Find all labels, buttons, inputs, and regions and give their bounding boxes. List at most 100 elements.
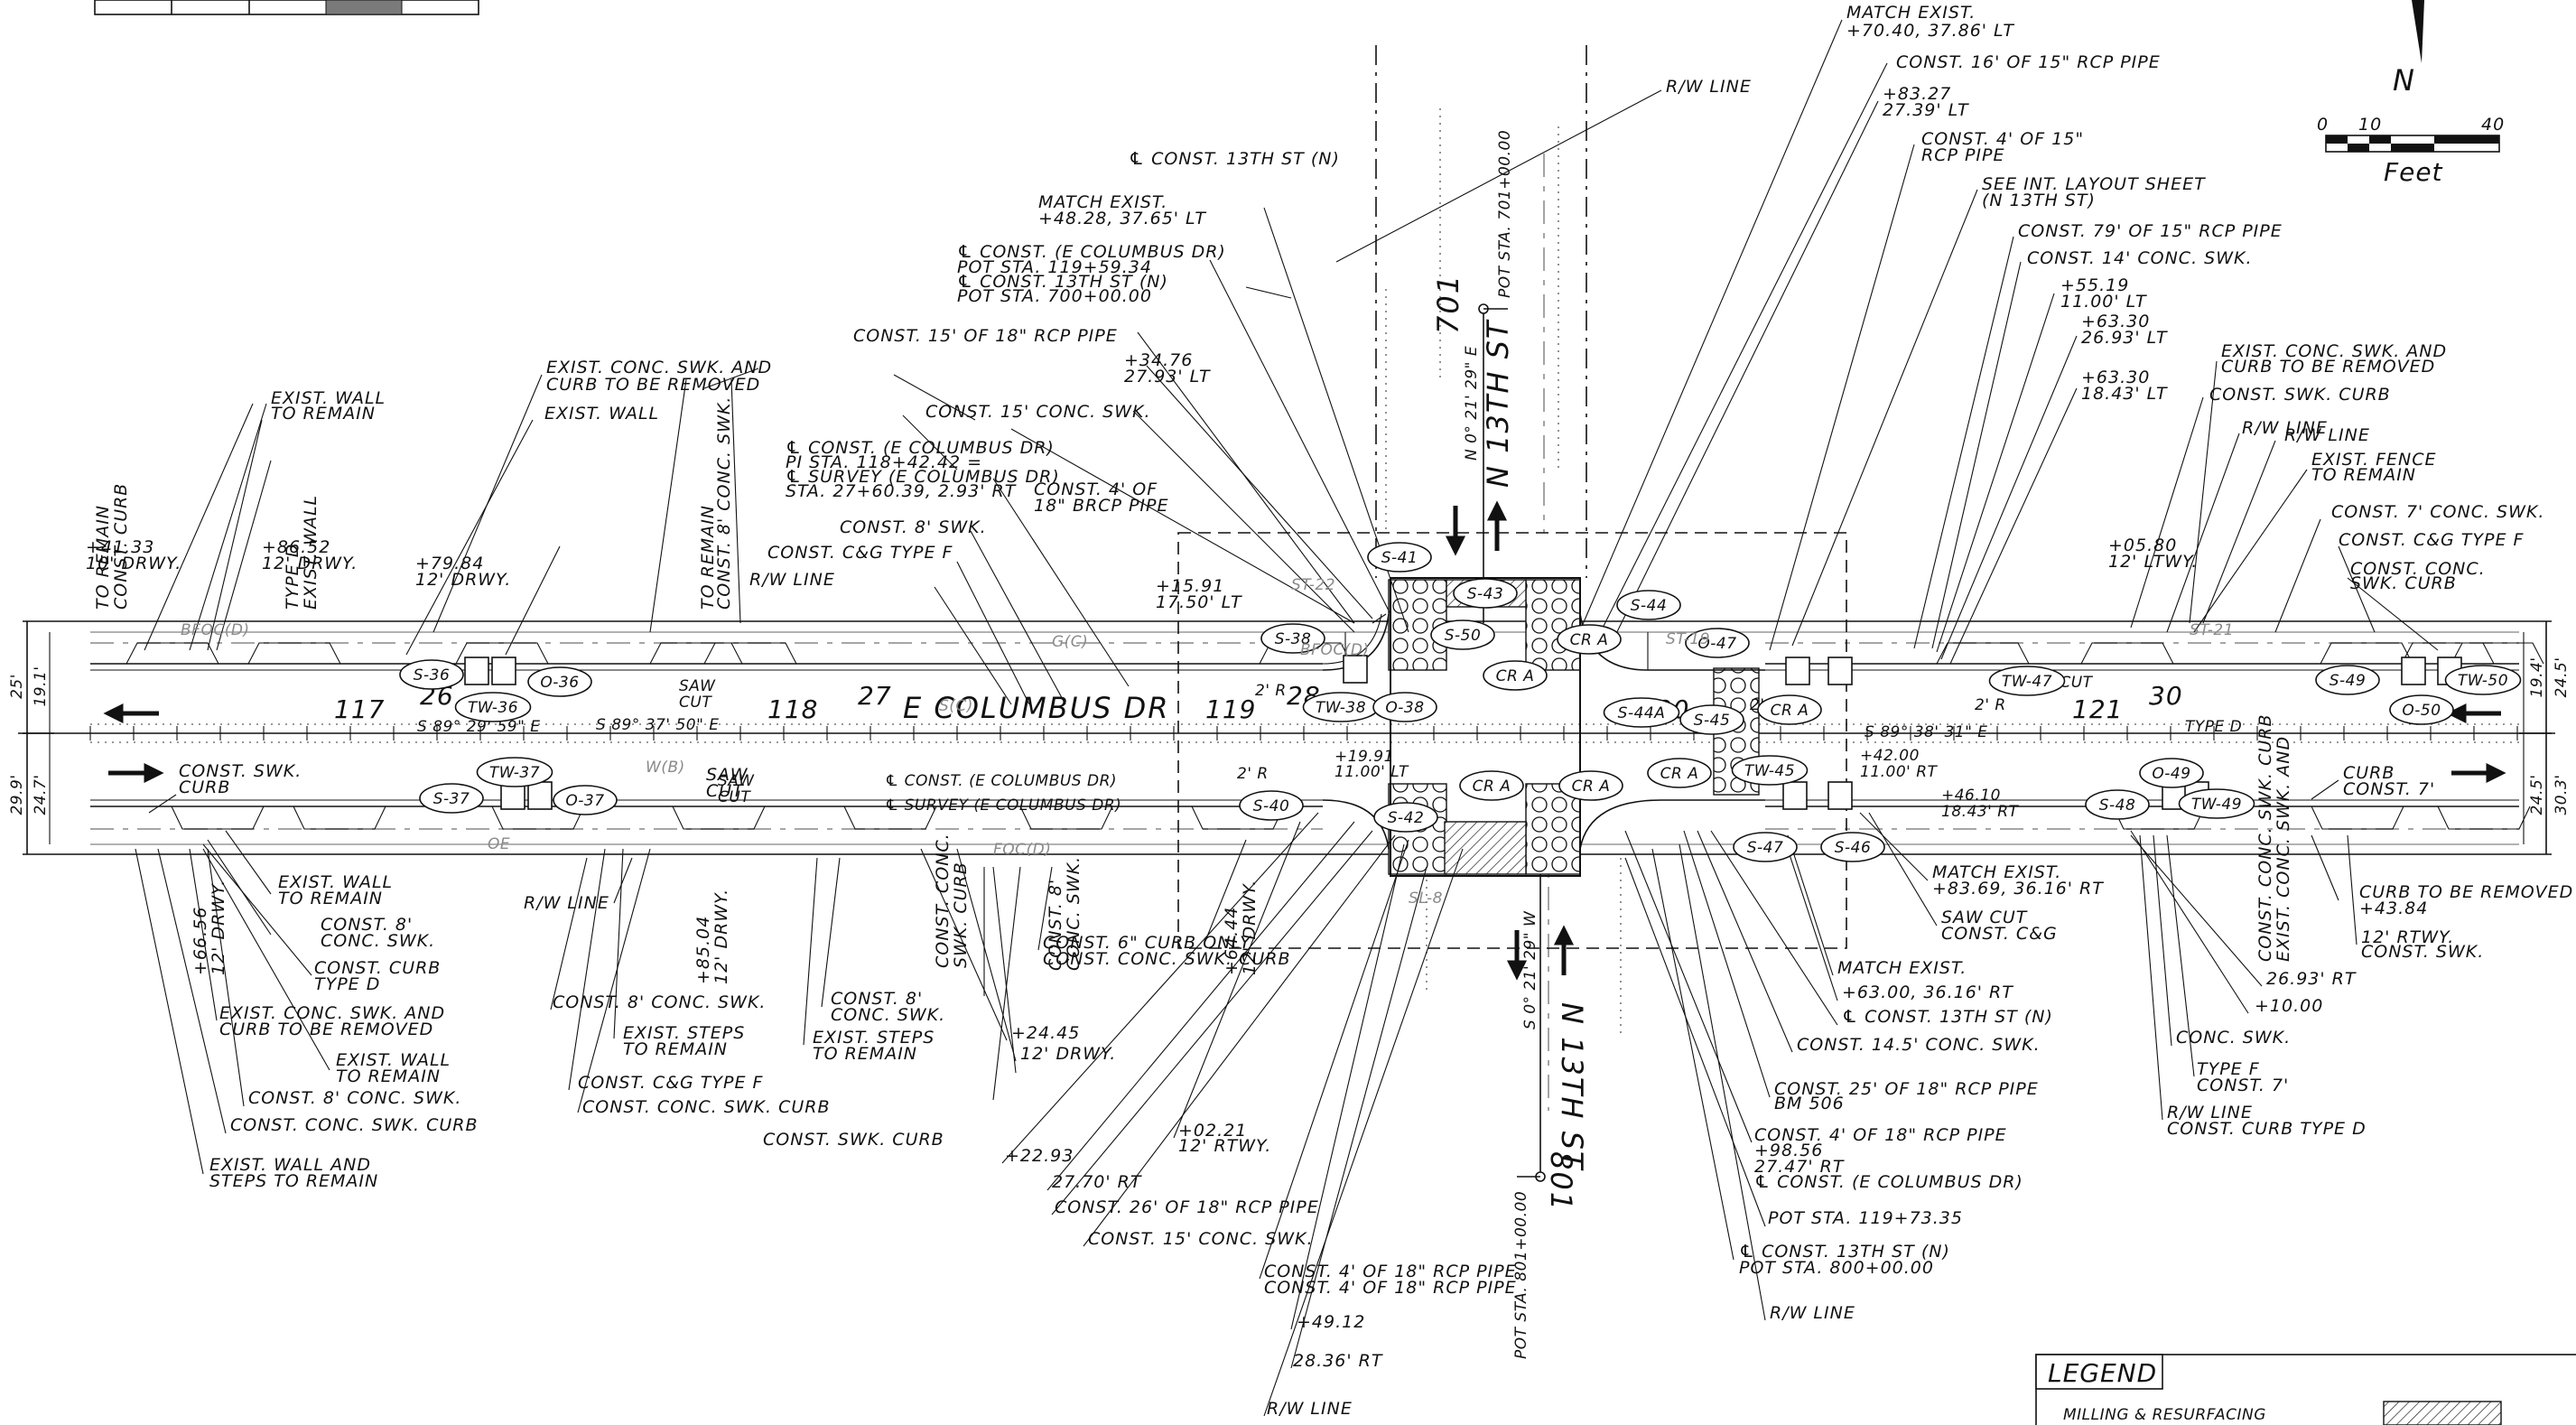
leader-line — [992, 866, 1021, 1101]
callout-top-44: TO REMAIN — [271, 404, 376, 424]
inline-label-4: +19.91 — [1334, 748, 1394, 766]
faint-label-6: BFOC(D) — [1300, 641, 1370, 659]
callout-bottom-6: CONST. CURB — [314, 958, 441, 978]
leader-line — [1624, 857, 1766, 1227]
inlet-structure — [2401, 657, 2426, 685]
callout-top-63: TO REMAIN — [2311, 465, 2416, 485]
bubble-tw-38: TW-38 — [1316, 699, 1366, 717]
structure-bubble — [1757, 694, 1822, 725]
inlet-structure — [1782, 781, 1808, 810]
leader-line — [577, 848, 651, 1113]
leader-line — [135, 848, 204, 1175]
leader-line — [189, 848, 218, 1021]
callout-top-22: ℄ CONST. (E COLUMBUS DR) — [957, 242, 1226, 262]
callout-top-28: 27.93' LT — [1124, 367, 1211, 387]
structure-bubble — [399, 659, 464, 690]
leader-line — [920, 848, 1008, 1041]
leader-line — [2153, 834, 2172, 1047]
faint-label-8: ST-22 — [1291, 576, 1335, 594]
leader-line — [550, 857, 588, 1011]
callout-bottom-66: POT STA. 800+00.00 — [1739, 1258, 1934, 1278]
leader-line — [1868, 812, 1938, 927]
inlet-structure — [1343, 655, 1368, 684]
callout-bottom-18: R/W LINE — [524, 893, 609, 913]
leader-line — [1259, 839, 1409, 1280]
bubble-s-44: S-44 — [1631, 597, 1668, 615]
callout-bottom-81: CURB TO BE REMOVED — [2359, 882, 2573, 902]
callout-bottom-51: +49.12 — [1297, 1312, 1365, 1332]
driveway-apron — [2311, 806, 2404, 830]
callout-bottom-65: ℄ CONST. 13TH ST (N) — [1739, 1242, 1950, 1262]
callout-top-66: CONST. CONC. — [2350, 559, 2486, 579]
bubble-s-45: S-45 — [1694, 712, 1731, 730]
inline-label-6: +42.00 — [1860, 747, 1920, 765]
callout-bottom-48: CONST. 15' CONC. SWK. — [1088, 1229, 1314, 1249]
leader-line — [2189, 360, 2218, 624]
leader-line — [2130, 396, 2204, 629]
callout-bottom-13: CONST. CONC. SWK. CURB — [230, 1115, 479, 1135]
callout-bottom-67: R/W LINE — [1770, 1303, 1855, 1323]
driveway-apron — [649, 642, 743, 665]
lot-30: 30 — [2149, 681, 2183, 711]
callout-top-25: POT STA. 700+00.00 — [957, 286, 1152, 306]
leader-line — [2274, 518, 2321, 633]
inline-label-11: TYPE D — [2185, 718, 2242, 736]
leader-line — [2311, 834, 2339, 901]
bubble-tw-36: TW-36 — [468, 699, 518, 717]
callout-top-4: 27.39' LT — [1883, 100, 1969, 120]
callout-bottom-4: CONST. 8' — [321, 915, 413, 935]
cl-south-number: 801 — [1544, 1151, 1578, 1212]
bubble-s-50: S-50 — [1445, 627, 1482, 645]
callout-bottom-25: 12' DRWY. — [711, 889, 731, 984]
structure-bubble — [1557, 624, 1622, 655]
leader-line — [970, 530, 1066, 705]
callout-bottom-5: CONC. SWK. — [321, 931, 435, 951]
callout-bottom-37: CONST. 8' — [1046, 879, 1065, 971]
callout-top-59: CURB TO BE REMOVED — [2221, 357, 2435, 377]
structure-bubble — [2389, 694, 2454, 725]
callout-top-55: 12' DRWY. — [262, 554, 358, 573]
inlet-structure — [527, 781, 553, 810]
callout-top-16: 18.43' LT — [2081, 384, 2168, 404]
inline-label-7: 11.00' RT — [1860, 763, 1939, 781]
driveway-apron — [672, 806, 766, 830]
cross-street-name-north: N 13TH ST — [1481, 319, 1515, 488]
leader-line — [613, 848, 624, 1039]
bubble-s-42: S-42 — [1388, 809, 1425, 827]
callout-top-9: CONST. 79' OF 15" RCP PIPE — [2018, 221, 2283, 241]
callout-bottom-9: CURB TO BE REMOVED — [219, 1020, 433, 1039]
callout-bottom-40: CONST. CONC. SWK. CURB — [1043, 949, 1291, 969]
bubble-tw-50: TW-50 — [2458, 672, 2508, 690]
callout-bottom-76: 26.93' RT — [2266, 969, 2357, 989]
faint-label-5: FOC(D) — [993, 841, 1051, 859]
structure-bubble — [2085, 789, 2150, 820]
structure-bubble — [1685, 628, 1750, 658]
callout-bottom-62: 27.47' RT — [1754, 1157, 1845, 1177]
structure-bubble — [1239, 790, 1304, 821]
callout-bottom-43: +02.21 — [1178, 1121, 1247, 1141]
bubble-cr a: CR A — [1771, 702, 1809, 720]
faint-label-10: SL-8 — [1409, 889, 1443, 908]
structure-bubble — [527, 666, 592, 697]
callout-top-64: CONST. 7' CONC. SWK. — [2331, 502, 2544, 522]
leader-line — [934, 586, 1012, 705]
dim-right-top: 24.5' — [2553, 657, 2571, 697]
bubble-o-47: O-47 — [1697, 635, 1736, 653]
callout-top-46: TO REMAIN — [93, 505, 113, 610]
callout-bottom-38: CONC. SWK. — [1064, 856, 1083, 971]
callout-bottom-23: CONST. CONC. SWK. CURB — [582, 1097, 831, 1117]
street-labels: E COLUMBUS DR N 13TH ST N 13TH ST N 0° 2… — [417, 130, 1987, 1359]
structure-bubble — [1647, 758, 1712, 788]
leader-line — [730, 378, 741, 624]
callout-top-1: +70.40, 37.86' LT — [1846, 21, 2014, 41]
station-117: 117 — [334, 694, 385, 724]
inline-label-3: 2' R — [1975, 696, 2006, 714]
callout-top-69: 12' LTWY. — [2108, 552, 2198, 572]
leader-line — [2202, 440, 2276, 624]
callout-bottom-55: +63.00, 36.16' RT — [1842, 983, 2013, 1002]
leader-line — [216, 460, 272, 651]
callout-top-68: +05.80 — [2108, 536, 2177, 555]
leader-lines — [135, 19, 2439, 1417]
callout-bottom-61: +98.56 — [1754, 1141, 1823, 1160]
